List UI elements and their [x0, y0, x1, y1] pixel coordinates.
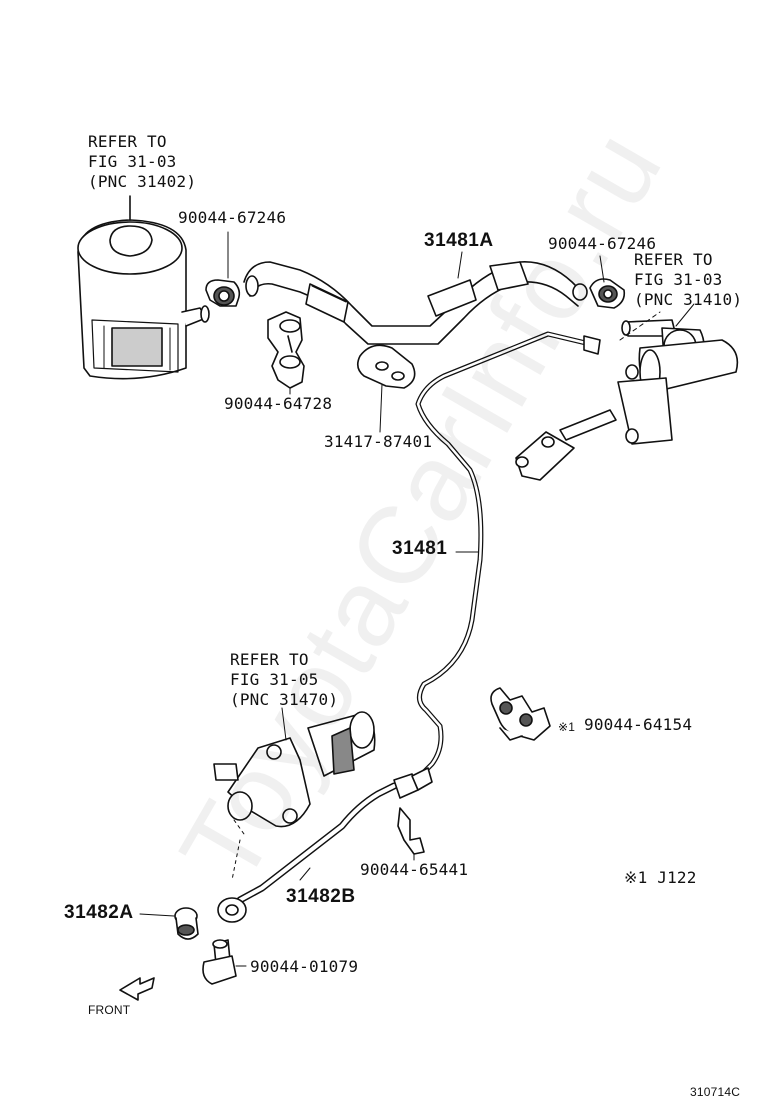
clutch-tube[interactable]	[415, 331, 601, 781]
label-tube[interactable]: 31481	[392, 538, 448, 559]
release-ref-line3[interactable]: (PNC 31470)	[230, 690, 339, 709]
reservoir-ref-line1: REFER TO	[88, 132, 167, 151]
union-fitting[interactable]	[139, 907, 199, 940]
hose-clip-right[interactable]	[589, 255, 626, 309]
label-clip-right[interactable]: 90044-67246	[548, 234, 657, 253]
label-union[interactable]: 31482A	[64, 902, 134, 923]
label-clip-lower[interactable]: 90044-65441	[360, 860, 469, 879]
label-clamp[interactable]: 90044-64154	[584, 715, 693, 734]
master-cylinder[interactable]	[515, 303, 739, 481]
gasket-plate[interactable]	[356, 344, 416, 433]
release-ref-line1: REFER TO	[230, 650, 309, 669]
hose-bracket-clip[interactable]	[267, 311, 305, 395]
reservoir-hose[interactable]	[243, 251, 588, 345]
hose-clip-left[interactable]	[205, 231, 241, 307]
release-cylinder[interactable]	[213, 707, 376, 881]
tube-clamp[interactable]	[490, 687, 551, 741]
reservoir-tank[interactable]	[77, 195, 210, 380]
label-clamp-prefix: ※1	[558, 720, 576, 734]
reservoir-ref-line3[interactable]: (PNC 31402)	[88, 172, 197, 191]
master-ref-line1: REFER TO	[634, 250, 713, 269]
master-ref-line2: FIG 31-03	[634, 270, 723, 289]
footnote: ※1 J122	[624, 868, 697, 887]
master-ref-line3[interactable]: (PNC 31410)	[634, 290, 743, 309]
front-arrow-icon	[119, 977, 155, 1001]
label-gasket[interactable]: 31417-87401	[324, 432, 433, 451]
label-hose[interactable]: 31481A	[424, 230, 494, 251]
flexible-hose[interactable]	[217, 767, 433, 923]
label-clip-left[interactable]: 90044-67246	[178, 208, 287, 227]
front-label: FRONT	[88, 1003, 131, 1017]
label-flex-hose[interactable]: 31482B	[286, 886, 356, 907]
figure-code: 310714C	[690, 1085, 741, 1099]
reservoir-ref-line2: FIG 31-03	[88, 152, 177, 171]
tube-clip-lower[interactable]	[397, 807, 425, 861]
label-bracket-clip[interactable]: 90044-64728	[224, 394, 333, 413]
label-bolt[interactable]: 90044-01079	[250, 957, 359, 976]
release-ref-line2: FIG 31-05	[230, 670, 319, 689]
union-bolt[interactable]	[202, 939, 247, 985]
